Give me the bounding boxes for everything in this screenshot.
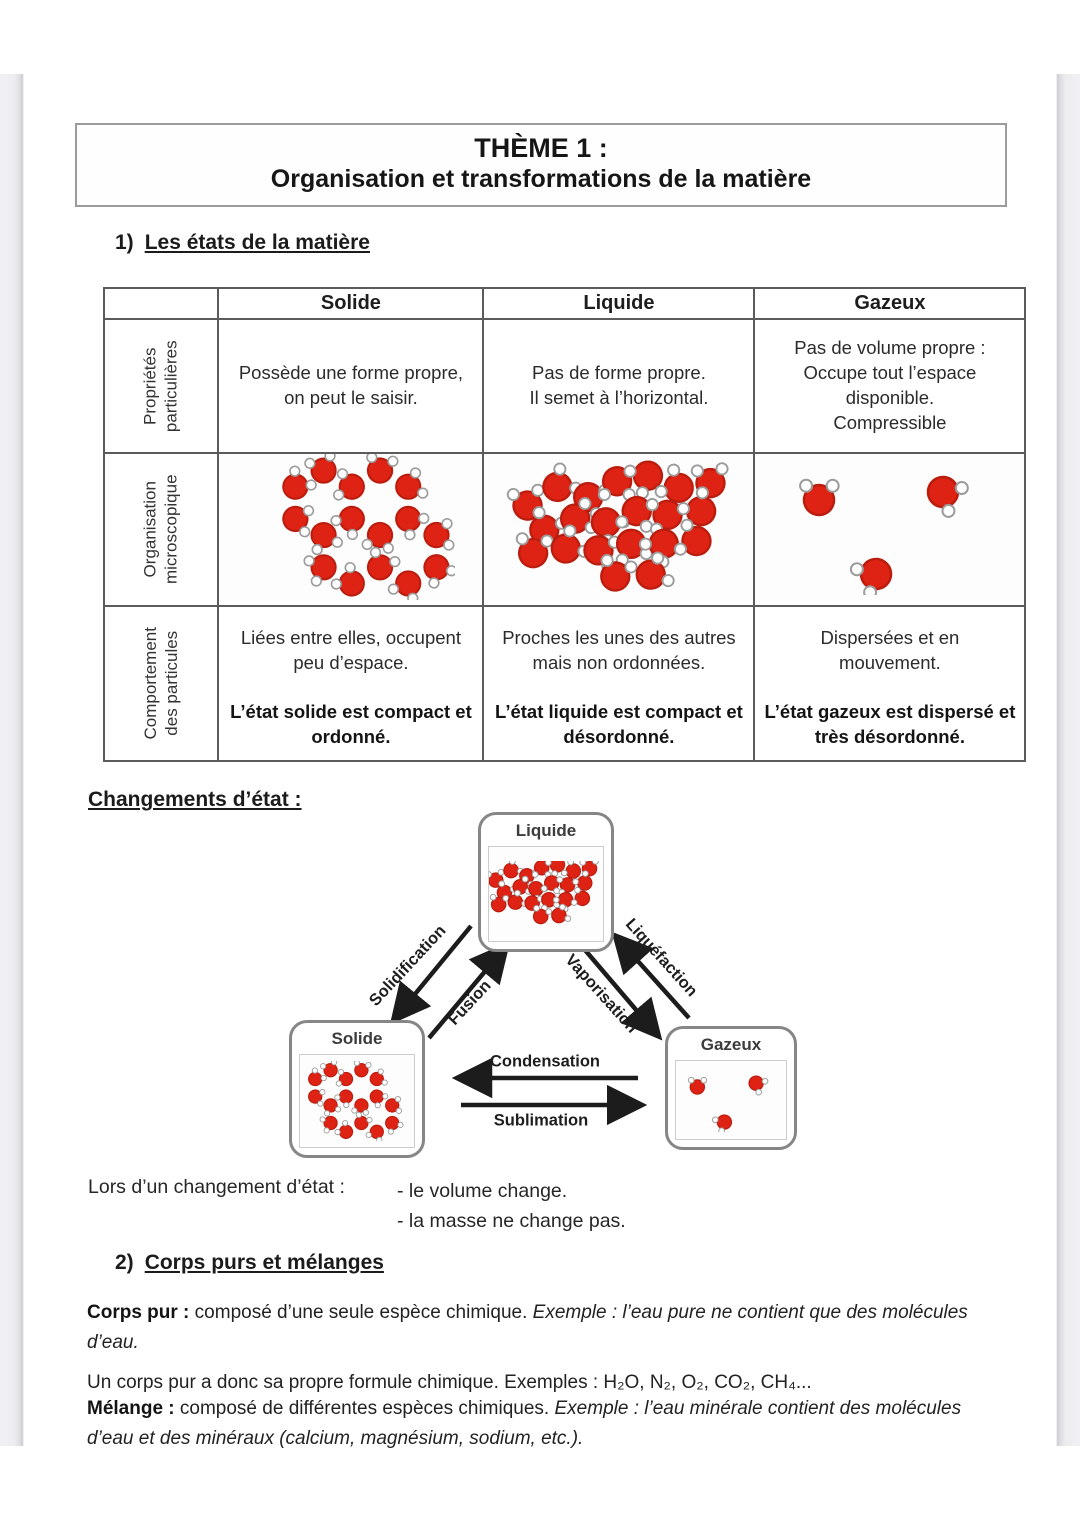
liquide-state-box: Liquide (478, 812, 614, 952)
page-title: THÈME 1 : (474, 133, 608, 163)
melange-example: Exemple : l’eau minérale contient des mo… (87, 1398, 962, 1450)
state-change-note-label: Lors d’un changement d’état : (88, 1176, 345, 1198)
note-item-masse: - la masse ne change pas. (397, 1210, 626, 1232)
corps-pur-example: Exemple : l’eau pure ne contient que des… (87, 1302, 968, 1354)
gas-molecules-illustration (753, 452, 1027, 607)
behavior-liquide-cell: Proches les unes des autres mais non ord… (482, 605, 756, 762)
section-1-heading: 1) Les états de la matière (115, 231, 370, 255)
page-edge-right (1056, 74, 1080, 1446)
section-2-title: Corps purs et mélanges (144, 1251, 384, 1274)
column-header-solide: Solide (217, 287, 485, 320)
gazeux-box-label: Gazeux (700, 1035, 762, 1054)
gazeux-box-molecules (675, 1060, 787, 1140)
solide-state-box: Solide (289, 1020, 425, 1158)
properties-liquide-cell: Pas de forme propre. Il semet à l’horizo… (482, 318, 756, 454)
states-of-matter-table: Solide Liquide Gazeux Propriétés particu… (102, 287, 1027, 762)
page-subtitle: Organisation et transformations de la ma… (270, 165, 812, 193)
transition-arrows (389, 924, 691, 1126)
liquide-box-label: Liquide (515, 821, 577, 840)
table-row-organisation: Organisation microscopique (102, 452, 1027, 607)
section-1-number: 1) (115, 231, 134, 254)
section-2-heading: 2) Corps purs et mélanges (115, 1251, 384, 1275)
sublimation-label: Sublimation (493, 1111, 589, 1130)
table-corner-cell (102, 287, 220, 320)
page-edge-left (0, 74, 24, 1446)
behavior-gazeux-cell: Dispersées et en mouvement. L’état gazeu… (753, 605, 1027, 762)
column-header-liquide: Liquide (482, 287, 756, 320)
table-row-behavior: Comportement des particules Liées entre … (102, 605, 1027, 762)
behavior-solide-cell: Liées entre elles, occupent peu d’espace… (217, 605, 485, 762)
gazeux-state-box: Gazeux (665, 1026, 797, 1150)
properties-solide-cell: Possède une forme propre, on peut le sai… (217, 318, 485, 454)
solide-box-label: Solide (331, 1029, 383, 1048)
row-label-properties: Propriétés particulières (102, 318, 220, 454)
table-row-properties: Propriétés particulières Possède une for… (102, 318, 1027, 454)
table-header-row: Solide Liquide Gazeux (102, 287, 1027, 320)
properties-gazeux-cell: Pas de volume propre : Occupe tout l’esp… (753, 318, 1027, 454)
corps-pur-line2: Un corps pur a donc sa propre formule ch… (87, 1371, 812, 1393)
section-2-number: 2) (115, 1251, 134, 1274)
state-change-note-items: - le volume change. - la masse ne change… (397, 1176, 626, 1236)
corps-pur-definition: composé d’une seule espèce chimique. (189, 1302, 533, 1323)
column-header-gazeux: Gazeux (753, 287, 1027, 320)
melange-definition: composé de différentes espèces chimiques… (174, 1398, 555, 1419)
row-label-organisation: Organisation microscopique (102, 452, 220, 607)
melange-paragraph: Mélange : composé de différentes espèces… (87, 1394, 1003, 1455)
row-label-behavior: Comportement des particules (102, 605, 220, 762)
melange-term: Mélange : (87, 1398, 175, 1419)
state-changes-diagram: Liquide Solide Gazeux Solidification Fus… (283, 806, 807, 1162)
title-box: THÈME 1 : Organisation et transformation… (75, 123, 1007, 207)
solide-box-molecules (299, 1054, 415, 1148)
changes-heading: Changements d’état : (88, 788, 302, 811)
liquide-box-molecules (488, 846, 604, 942)
corps-pur-paragraph: Corps pur : composé d’une seule espèce c… (87, 1298, 1003, 1398)
solid-molecules-illustration (217, 453, 485, 606)
note-item-volume: - le volume change. (397, 1180, 568, 1202)
corps-pur-term: Corps pur : (87, 1302, 190, 1323)
section-1-title: Les états de la matière (144, 231, 370, 254)
corps-pur-line1: Corps pur : composé d’une seule espèce c… (87, 1298, 1003, 1359)
liquid-molecules-illustration (482, 452, 756, 607)
condensation-label: Condensation (490, 1052, 600, 1071)
